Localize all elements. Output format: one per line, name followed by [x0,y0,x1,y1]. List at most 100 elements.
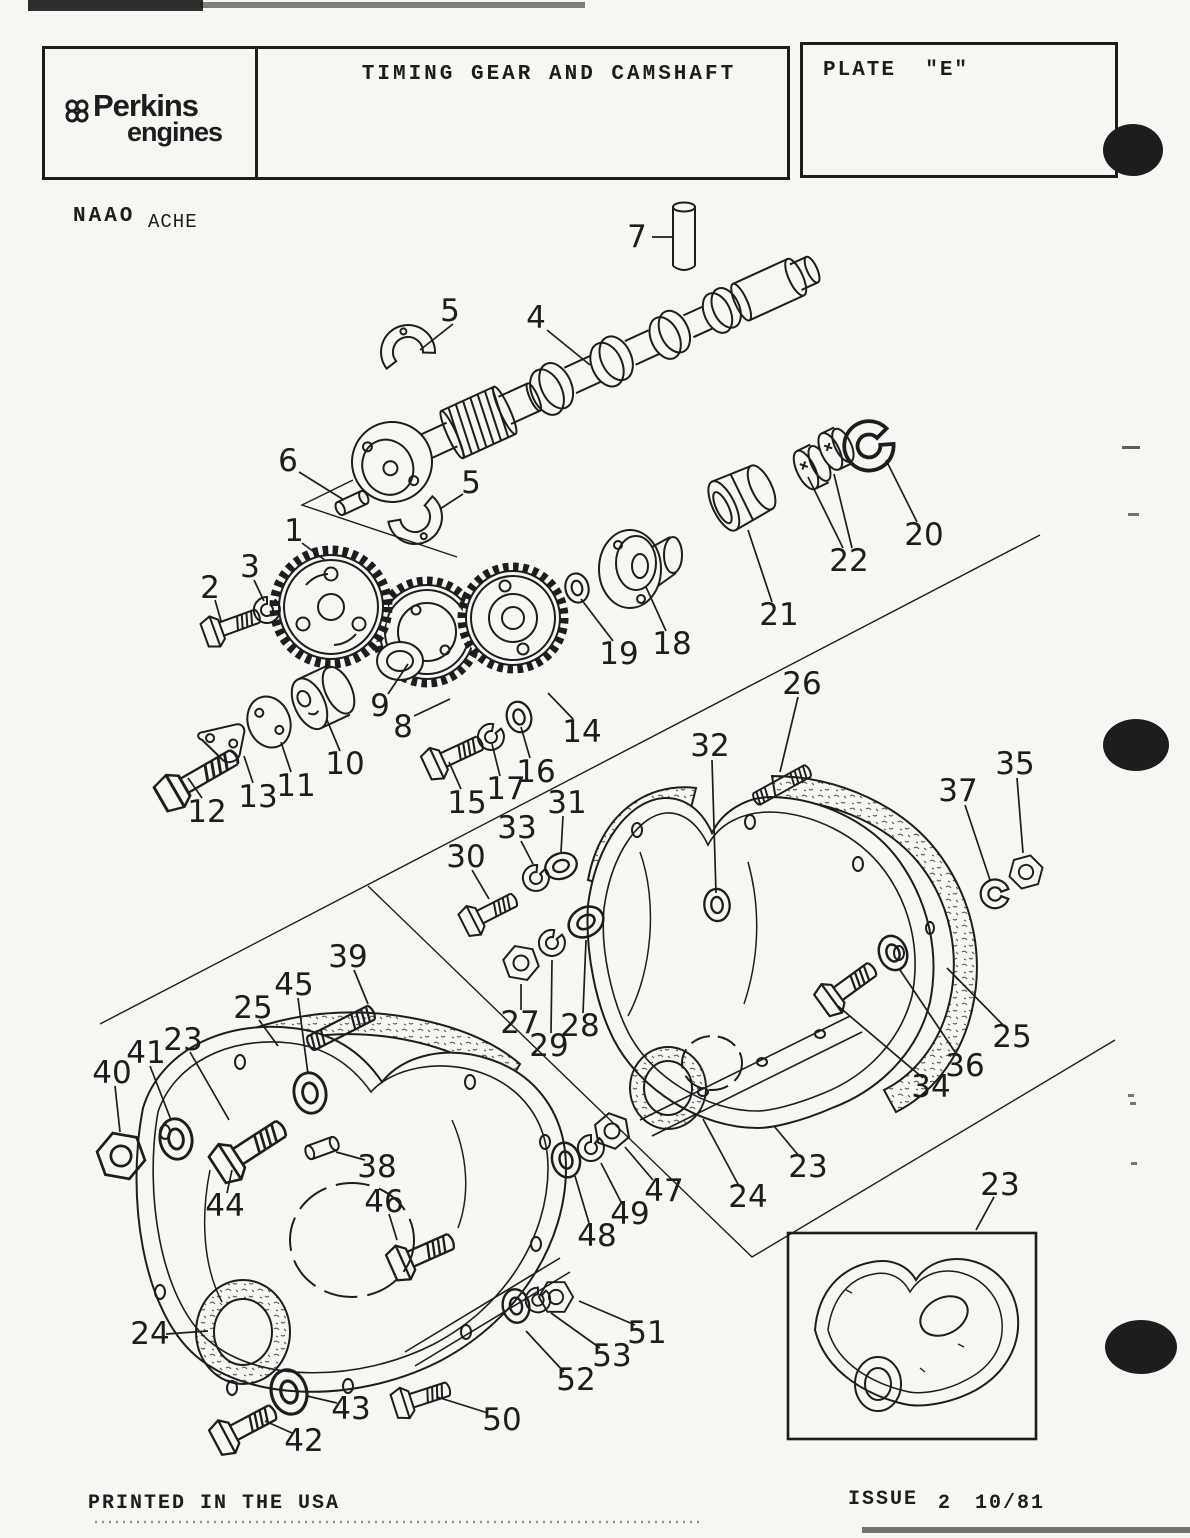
leader-line-35 [1016,777,1024,854]
construction-lines [99,479,1116,1258]
leader-line-51 [578,1300,636,1326]
locking-plate [197,723,246,764]
leader-line-6 [298,471,345,501]
hub-bushing [707,464,777,532]
hole-punch [1103,719,1169,771]
leader-line-10 [326,719,341,752]
leader-line-5 [419,323,454,351]
leader-line-23 [773,1125,800,1157]
camshaft-gear-pin [332,488,372,518]
leader-line-14 [547,692,574,720]
leader-line-47 [624,1146,654,1181]
page-title: TIMING GEAR AND CAMSHAFT [361,63,737,86]
washer [561,570,593,606]
leader-line-1 [301,542,327,562]
part-callout-4: 4 [526,300,546,336]
part-callout-16: 16 [516,754,555,790]
bearing-shells [792,426,855,491]
part-callout-47: 47 [644,1173,683,1209]
lock-washer [973,872,1017,916]
part-callout-42: 42 [284,1423,323,1459]
leader-line-12 [187,777,203,799]
part-callout-3: 3 [240,549,260,585]
leader-line-9 [387,663,409,695]
bolt [455,883,524,941]
leader-line-36 [899,969,958,1056]
part-callout-1: 1 [284,513,304,549]
leader-line-53 [550,1312,601,1349]
part-callout-2: 2 [200,570,220,606]
leader-line-17 [491,743,501,777]
plate-box: PLATE "E" [800,42,1118,178]
thrust-washer-half-lower [387,494,443,545]
part-callout-18: 18 [652,626,691,662]
camshaft-gear [269,545,393,669]
part-callout-23: 23 [163,1022,202,1058]
leader-line-23 [975,1196,995,1231]
leader-line-33 [520,840,534,865]
leader-line-40 [114,1085,121,1133]
camshaft [351,255,821,503]
part-callout-28: 28 [560,1008,599,1044]
leader-line-32 [711,759,717,894]
part-callout-19: 19 [599,636,638,672]
brand-wordmark: Perkins engines [93,90,223,146]
leader-line-22 [807,476,844,549]
part-callout-23: 23 [788,1149,827,1185]
leader-line-20 [885,459,918,523]
part-callout-24: 24 [728,1179,767,1215]
fuel-pump-hub [598,529,683,609]
washer [540,847,582,885]
leader-line-43 [306,1395,338,1404]
leader-line-25 [258,1019,279,1047]
part-callout-44: 44 [205,1188,244,1224]
dowel-pin [672,201,696,271]
leader-line-26 [779,696,799,773]
drive-coupling [290,664,356,731]
perkins-logo-icon [63,97,91,125]
bolt [388,1372,456,1423]
leader-line-28 [582,939,587,1014]
leader-line-52 [525,1330,565,1373]
leader-line-18 [645,586,667,632]
part-callout-5: 5 [440,293,460,329]
leader-line-3 [253,579,265,602]
part-callout-8: 8 [393,709,413,745]
leader-line-24 [165,1330,209,1335]
scan-artifacts [28,0,1190,1533]
leader-line-37 [964,804,991,881]
part-callout-20: 20 [904,517,943,553]
part-callout-40: 40 [92,1055,131,1091]
lock-washer [517,859,555,897]
part-callout-36: 36 [945,1048,984,1084]
inset-cover-box [786,1231,1038,1441]
part-callout-17: 17 [486,771,525,807]
oil-seal [628,1046,708,1130]
part-callout-41: 41 [126,1035,165,1071]
part-callout-35: 35 [995,746,1034,782]
part-callout-52: 52 [556,1362,595,1398]
leader-line-5 [439,493,464,510]
timing-cover-outer [135,1011,571,1396]
thrust-washer-half-upper [380,324,437,371]
washer [502,697,536,737]
part-callout-23: 23 [980,1167,1019,1203]
part-callout-29: 29 [529,1028,568,1064]
part-callout-6: 6 [278,443,298,479]
part-callout-11: 11 [276,768,315,804]
issue-date: 10/81 [975,1492,1046,1515]
model-code-suffix: ACHE [148,211,198,233]
part-callout-43: 43 [331,1391,370,1427]
part-callout-13: 13 [238,779,277,815]
part-callout-7: 7 [627,219,647,255]
leader-line-11 [280,741,292,773]
part-callout-39: 39 [328,939,367,975]
leader-line-21 [747,529,773,603]
part-callout-24: 24 [130,1316,169,1352]
leader-line-24 [702,1118,740,1187]
brand-cell: Perkins engines [45,49,258,177]
hole-punch [1103,124,1163,176]
issue-number: 2 [938,1492,953,1515]
